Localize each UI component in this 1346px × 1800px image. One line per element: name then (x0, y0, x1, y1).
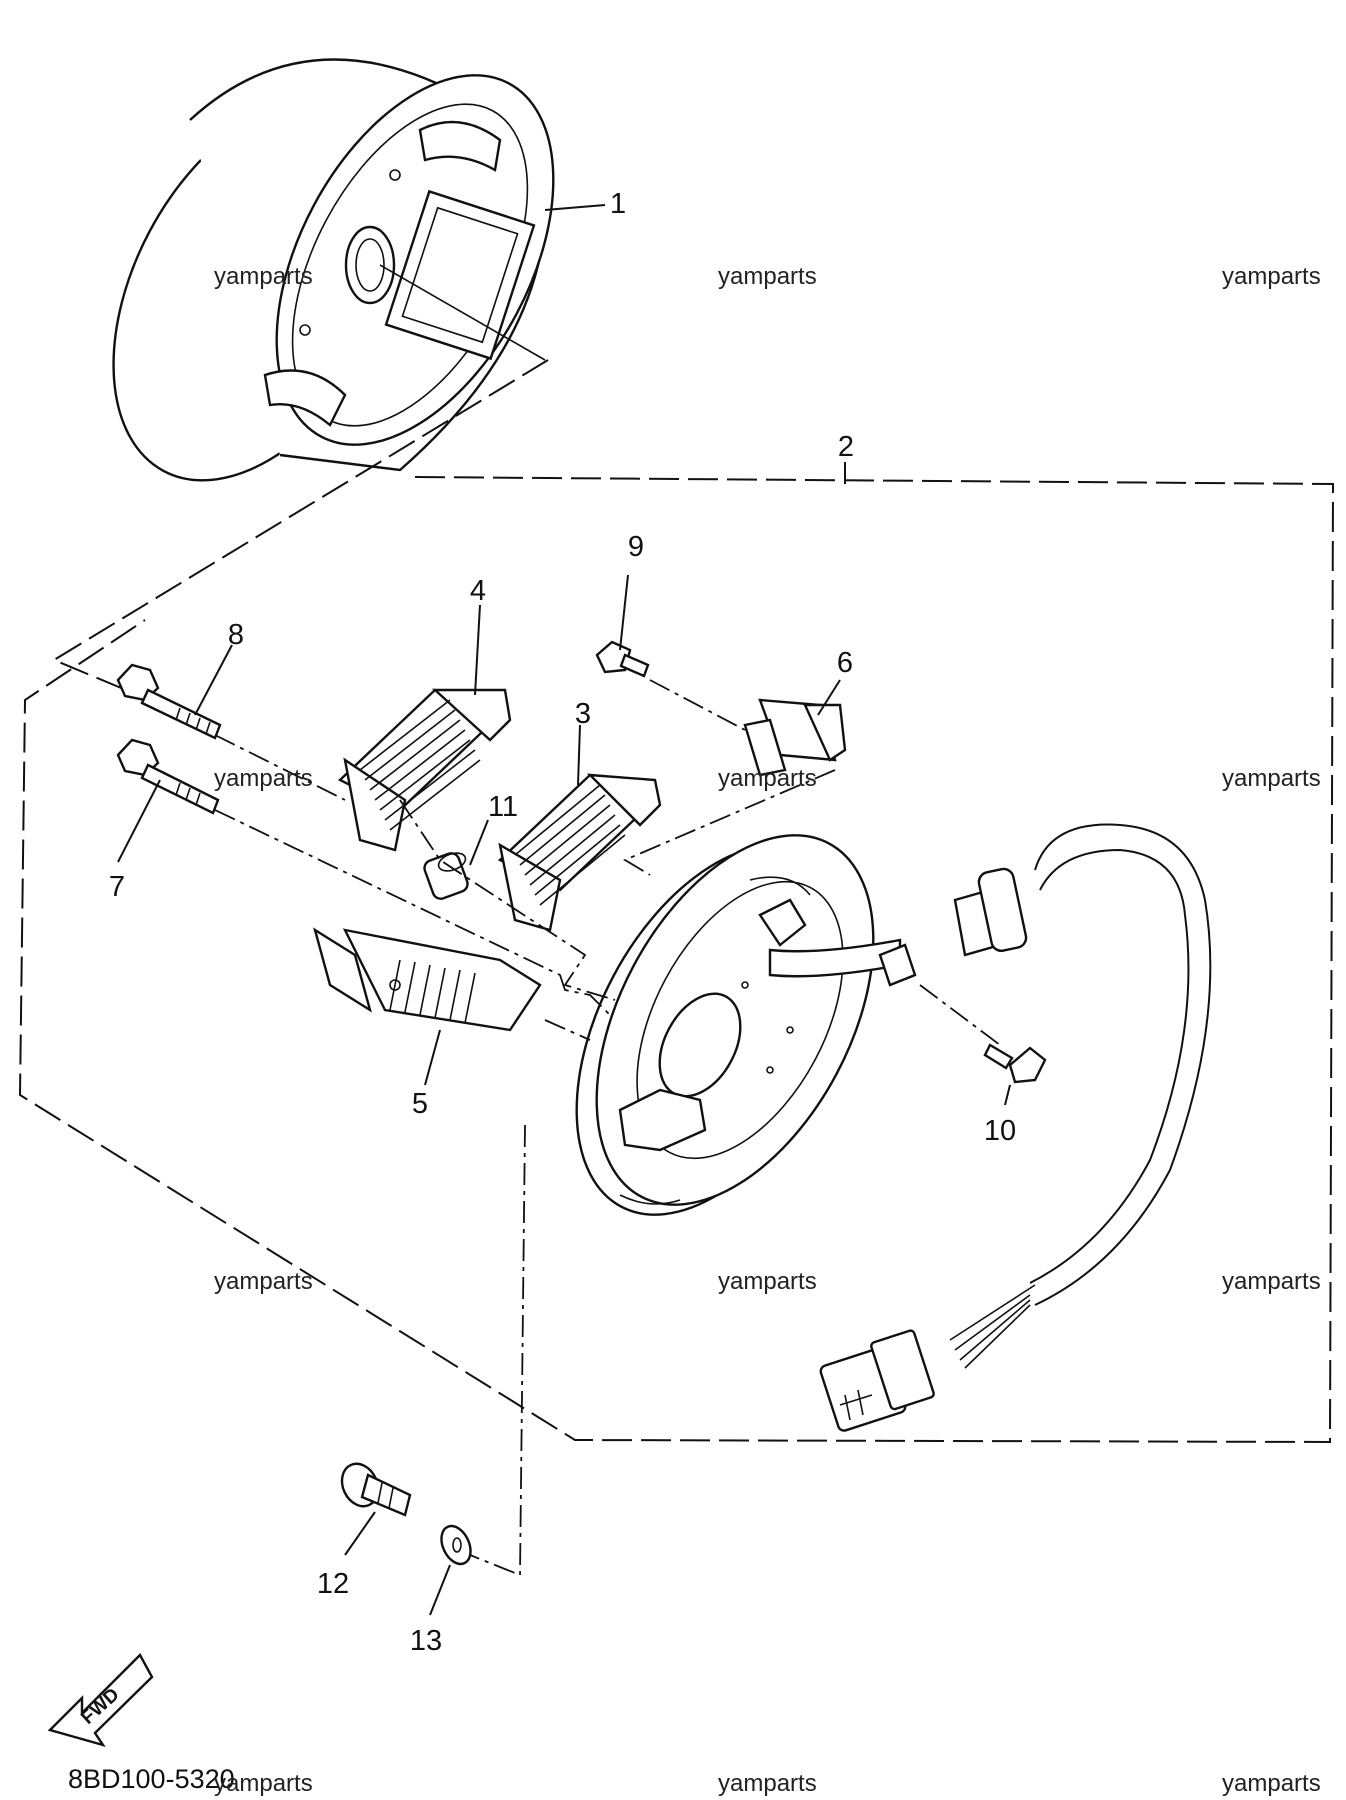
screw-10 (983, 1043, 1047, 1084)
watermarks: yamparts yamparts yamparts yamparts yamp… (214, 263, 1321, 1797)
coil-4 (337, 688, 512, 852)
watermark: yamparts (214, 1268, 313, 1295)
watermark: yamparts (214, 263, 313, 290)
callout-2: 2 (838, 431, 854, 463)
screw-9 (595, 640, 650, 678)
watermark: yamparts (1222, 1268, 1321, 1295)
forward-arrow: FWD (47, 1653, 154, 1748)
assembly-lines (214, 679, 1001, 1577)
stator-plate (575, 834, 875, 1216)
callout-3: 3 (575, 698, 591, 730)
callout-10: 10 (984, 1115, 1016, 1147)
callout-4: 4 (470, 575, 486, 607)
callout-labels: 1 2 3 4 5 6 7 8 9 10 11 12 13 (109, 188, 1016, 1657)
bolt-7 (116, 738, 220, 815)
callout-11: 11 (488, 791, 518, 823)
watermark: yamparts (1222, 263, 1321, 290)
wire-harness (768, 823, 1212, 1432)
callout-8: 8 (228, 619, 244, 651)
callout-12: 12 (317, 1568, 349, 1600)
watermark: yamparts (1222, 1770, 1321, 1797)
part-code: 8BD100-5320 (68, 1764, 235, 1794)
coil-3 (497, 773, 662, 932)
watermark: yamparts (718, 1770, 817, 1797)
callout-1: 1 (610, 188, 626, 220)
stator-assembly-boundary (18, 359, 1335, 1444)
watermark: yamparts (718, 1268, 817, 1295)
bracket-6 (743, 698, 847, 777)
watermark: yamparts (718, 263, 817, 290)
screw-12 (340, 1462, 412, 1517)
callout-9: 9 (628, 531, 644, 563)
coil-5 (313, 927, 542, 1032)
watermark: yamparts (718, 765, 817, 792)
bolt-8 (116, 663, 222, 740)
watermark: yamparts (214, 765, 313, 792)
callout-13: 13 (410, 1625, 442, 1657)
watermark: yamparts (1222, 765, 1321, 792)
callout-6: 6 (837, 647, 853, 679)
leader-lines (117, 204, 1011, 1616)
callout-5: 5 (412, 1088, 428, 1120)
washer-13 (440, 1524, 472, 1566)
rotor-assembly (112, 58, 555, 482)
callout-7: 7 (109, 871, 125, 903)
watermark: yamparts (214, 1770, 313, 1797)
collar-11 (423, 852, 469, 900)
